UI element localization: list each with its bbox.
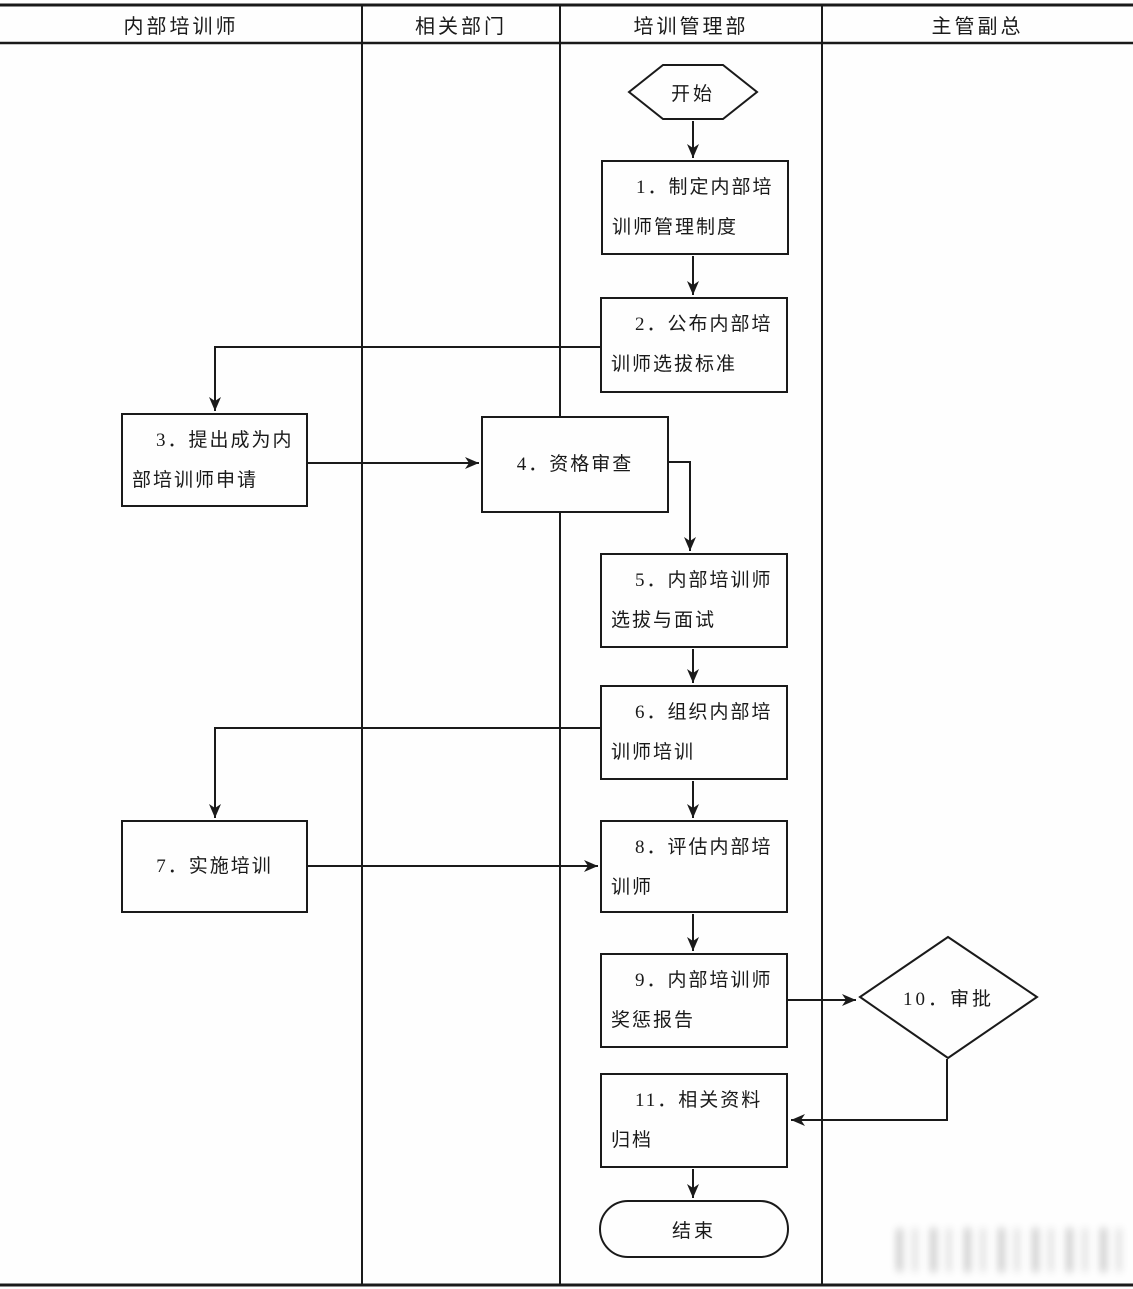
lane-header-related-departments: 相关部门: [415, 15, 507, 38]
edge-step10-step11: [791, 1059, 948, 1126]
watermark-blur: [897, 1228, 1123, 1272]
lane-header-internal-trainer: 内部培训师: [123, 15, 239, 38]
lane-header-deputy-general-manager: 主管副总: [931, 15, 1024, 38]
node-step8-process: 8．评估内部培 训师: [600, 820, 788, 913]
start-label: 开始: [670, 83, 715, 105]
node-step9-process: 9．内部培训师 奖惩报告: [600, 953, 788, 1048]
edge-step6-step7: [209, 727, 600, 818]
edge-step4-step5: [669, 461, 696, 551]
node-end-terminator: 结束: [599, 1200, 789, 1258]
flow-arrows: [209, 121, 948, 1198]
swimlane-grid: [0, 3, 1133, 1287]
diamond-shape: [858, 935, 1039, 1060]
lane-header-training-management: 培训管理部: [633, 15, 749, 38]
node-step3-process: 3．提出成为内 部培训师申请: [121, 413, 308, 507]
node-step4-process: 4．资格审查: [481, 416, 669, 513]
step10-label: 10．审批: [902, 989, 994, 1010]
node-step7-process: 7．实施培训: [121, 820, 308, 913]
node-step11-process: 11．相关资料 归档: [600, 1073, 788, 1168]
node-step10-decision: 10．审批: [858, 935, 1039, 1060]
node-start-terminator: 开始: [627, 63, 759, 121]
node-step6-process: 6．组织内部培 训师培训: [600, 685, 788, 780]
node-step1-process: 1．制定内部培 训师管理制度: [601, 160, 789, 255]
hexagon-shape: [627, 64, 759, 120]
node-step2-process: 2．公布内部培 训师选拔标准: [600, 297, 788, 393]
node-step5-process: 5．内部培训师 选拔与面试: [600, 553, 788, 648]
edge-step2-step3: [209, 346, 600, 411]
